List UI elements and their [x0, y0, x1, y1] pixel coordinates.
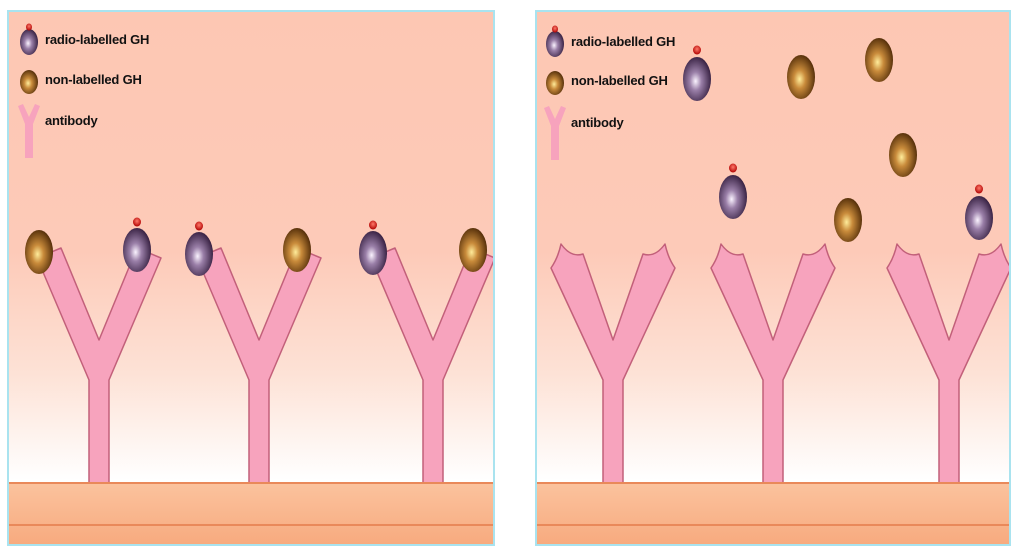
non-labelled-gh: [283, 228, 311, 272]
base-plate: [537, 482, 1011, 546]
legend-radio-icon: [20, 24, 38, 56]
radio-labelled-gh: [719, 164, 747, 220]
antibody-1: [37, 248, 161, 490]
radio-labelled-gh: [185, 222, 213, 277]
legend-nonradio-label: non-labelled GH: [45, 72, 142, 87]
non-labelled-gh: [889, 133, 917, 177]
left-panel: radio-labelled GH non-labelled GH antibo…: [7, 10, 495, 546]
base-plate: [9, 482, 495, 546]
non-labelled-gh: [25, 230, 53, 274]
legend-radio-icon: [546, 26, 564, 58]
right-panel: radio-labelled GH non-labelled GH antibo…: [535, 10, 1011, 546]
antibody-1: [551, 244, 675, 490]
radio-labelled-gh: [965, 185, 993, 241]
legend-radio-label: radio-labelled GH: [571, 34, 675, 49]
legend-antibody-icon: [18, 104, 40, 158]
non-labelled-gh: [787, 55, 815, 99]
legend-antibody-label: antibody: [571, 115, 624, 130]
legend-antibody-label: antibody: [45, 113, 98, 128]
legend-antibody-icon: [544, 106, 566, 160]
radio-labelled-gh: [123, 218, 151, 273]
radio-labelled-gh: [683, 46, 711, 102]
antibody-2: [197, 248, 321, 490]
legend-radio-label: radio-labelled GH: [45, 32, 149, 47]
antibody-2: [711, 244, 835, 490]
antibody-3: [371, 248, 495, 490]
non-labelled-gh: [834, 198, 862, 242]
antibody-3: [887, 244, 1011, 490]
legend-nonradio-label: non-labelled GH: [571, 73, 668, 88]
legend-nonradio-icon: [20, 70, 38, 94]
radio-labelled-gh: [359, 221, 387, 276]
legend-nonradio-icon: [546, 71, 564, 95]
non-labelled-gh: [459, 228, 487, 272]
non-labelled-gh: [865, 38, 893, 82]
